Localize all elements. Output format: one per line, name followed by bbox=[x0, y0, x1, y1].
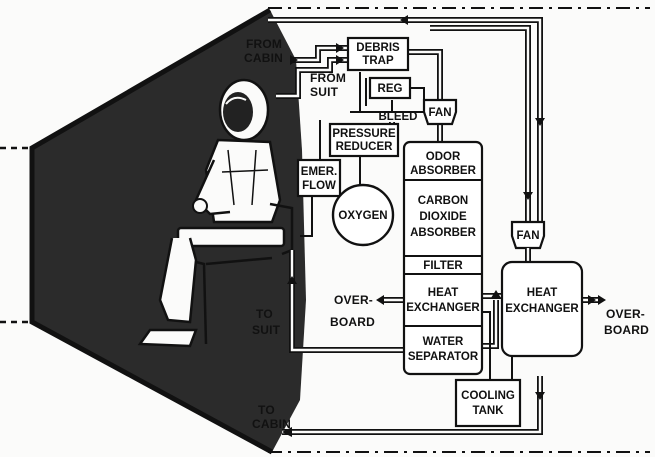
svg-text:CARBON: CARBON bbox=[418, 195, 468, 207]
svg-text:BOARD: BOARD bbox=[330, 315, 375, 329]
svg-text:HEAT: HEAT bbox=[527, 287, 557, 299]
svg-text:HEAT: HEAT bbox=[428, 287, 458, 299]
ducting bbox=[268, 17, 600, 435]
svg-text:CABIN: CABIN bbox=[244, 51, 283, 65]
svg-text:BLEED: BLEED bbox=[379, 111, 418, 123]
component-water-separator: WATER SEPARATOR bbox=[408, 336, 479, 363]
component-heat-exchanger-left: HEAT EXCHANGER bbox=[406, 287, 480, 314]
svg-text:PRESSURE: PRESSURE bbox=[332, 128, 396, 140]
svg-text:FAN: FAN bbox=[429, 107, 452, 119]
label-overboard-left: OVER- BOARD bbox=[330, 293, 375, 329]
component-fan-top: FAN bbox=[422, 98, 458, 126]
main-processing-column: ODOR ABSORBER CARBON DIOXIDE ABSORBER FI… bbox=[402, 140, 484, 376]
svg-text:REDUCER: REDUCER bbox=[336, 141, 394, 153]
svg-text:ABSORBER: ABSORBER bbox=[410, 227, 477, 239]
component-odor-absorber: ODOR ABSORBER bbox=[410, 151, 477, 177]
svg-text:SEPARATOR: SEPARATOR bbox=[408, 351, 479, 363]
svg-text:OVER-: OVER- bbox=[606, 307, 645, 321]
svg-text:OVER-: OVER- bbox=[334, 293, 373, 307]
component-filter: FILTER bbox=[423, 260, 463, 272]
seat bbox=[176, 226, 286, 248]
svg-text:FROM: FROM bbox=[310, 71, 346, 85]
svg-text:CABIN: CABIN bbox=[252, 417, 291, 431]
svg-text:BOARD: BOARD bbox=[604, 323, 649, 337]
component-bleed: BLEED bbox=[379, 111, 418, 123]
component-debris-trap: DEBRIS TRAP bbox=[346, 36, 410, 72]
svg-text:DEBRIS: DEBRIS bbox=[356, 42, 400, 54]
label-to-cabin: TO CABIN bbox=[252, 403, 291, 431]
svg-text:REG: REG bbox=[378, 83, 403, 95]
svg-text:EXCHANGER: EXCHANGER bbox=[406, 302, 480, 314]
component-cooling-tank: COOLING TANK bbox=[454, 378, 522, 428]
label-from-suit: FROM SUIT bbox=[310, 71, 346, 99]
label-overboard-right: OVER- BOARD bbox=[604, 307, 649, 337]
svg-text:ODOR: ODOR bbox=[426, 151, 461, 163]
astronaut-figure bbox=[137, 78, 294, 348]
svg-text:TO: TO bbox=[256, 307, 273, 321]
svg-text:FROM: FROM bbox=[246, 37, 282, 51]
component-pressure-reducer: PRESSURE REDUCER bbox=[328, 122, 400, 158]
label-to-suit: TO SUIT bbox=[252, 307, 281, 337]
flow-arrows bbox=[282, 15, 606, 437]
svg-text:EMER.: EMER. bbox=[301, 166, 337, 178]
svg-text:SUIT: SUIT bbox=[252, 323, 281, 337]
svg-text:SUIT: SUIT bbox=[310, 85, 339, 99]
component-reg: REG bbox=[368, 76, 412, 100]
svg-text:TRAP: TRAP bbox=[362, 55, 394, 67]
component-emer-flow: EMER. FLOW bbox=[296, 158, 342, 198]
svg-text:FILTER: FILTER bbox=[423, 260, 463, 272]
svg-text:OXYGEN: OXYGEN bbox=[338, 210, 387, 222]
component-oxygen-tank: OXYGEN bbox=[331, 183, 395, 247]
svg-text:COOLING: COOLING bbox=[461, 390, 515, 402]
svg-text:FLOW: FLOW bbox=[302, 180, 336, 192]
svg-text:FAN: FAN bbox=[517, 230, 540, 242]
svg-text:TANK: TANK bbox=[472, 405, 504, 417]
label-from-cabin: FROM CABIN bbox=[244, 37, 283, 65]
component-co2-absorber: CARBON DIOXIDE ABSORBER bbox=[410, 195, 477, 239]
svg-text:EXCHANGER: EXCHANGER bbox=[505, 303, 579, 315]
component-fan-right: FAN bbox=[510, 220, 546, 262]
svg-text:TO: TO bbox=[258, 403, 275, 417]
svg-text:ABSORBER: ABSORBER bbox=[410, 165, 477, 177]
component-heat-exchanger-right: HEAT EXCHANGER bbox=[500, 260, 584, 358]
svg-text:WATER: WATER bbox=[423, 336, 464, 348]
svg-text:DIOXIDE: DIOXIDE bbox=[419, 211, 467, 223]
